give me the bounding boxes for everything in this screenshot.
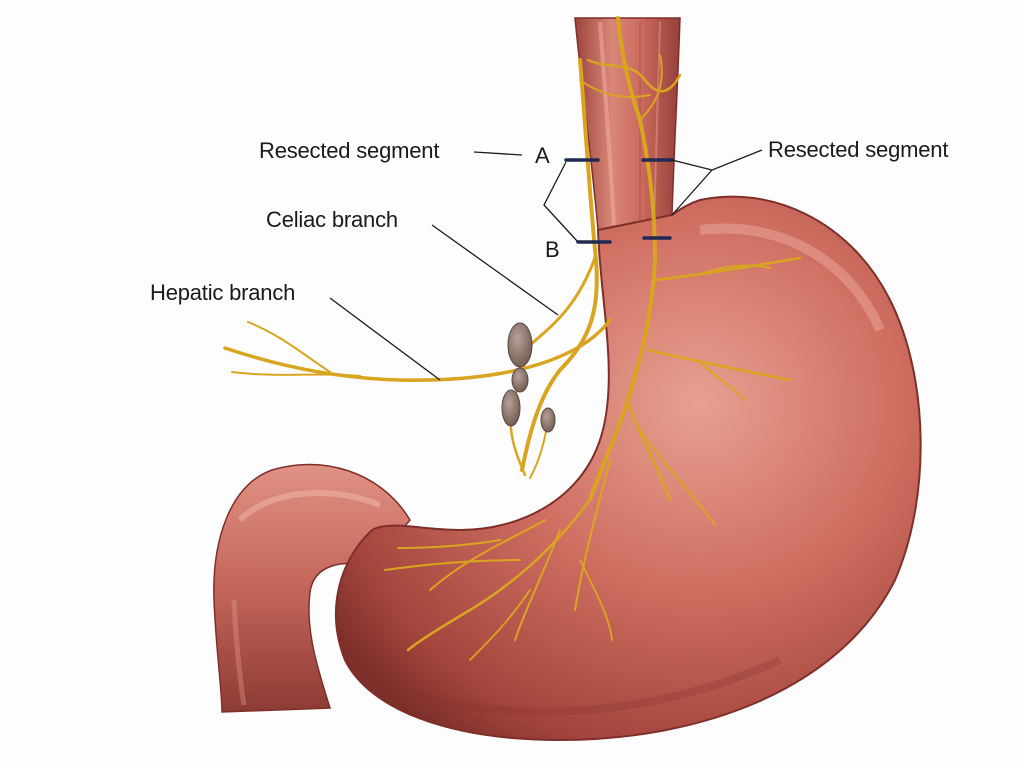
vagal-nerves: [223, 16, 802, 661]
ganglion-node: [511, 367, 529, 393]
ganglia: [501, 322, 556, 433]
ganglion-node: [501, 389, 521, 427]
label-resected-segment-left: Resected segment: [259, 138, 439, 163]
ganglion-node: [507, 322, 533, 368]
stomach-body: [334, 195, 922, 742]
duodenum: [213, 463, 411, 713]
leader-resected-right-upper: [671, 159, 713, 171]
label-celiac-branch: Celiac branch: [266, 207, 398, 232]
leader-hepatic: [329, 297, 441, 381]
leader-celiac: [431, 224, 559, 316]
ganglion-node: [540, 407, 556, 433]
resection-marks: [564, 158, 674, 244]
label-hepatic-branch: Hepatic branch: [150, 280, 295, 305]
label-resected-segment-right: Resected segment: [768, 137, 948, 162]
leader-lines: [329, 149, 763, 381]
label-marker-b: B: [545, 237, 560, 262]
leader-resected-left: [473, 151, 523, 156]
label-marker-a: A: [535, 143, 550, 168]
leader-bracket-ab: [543, 161, 579, 243]
